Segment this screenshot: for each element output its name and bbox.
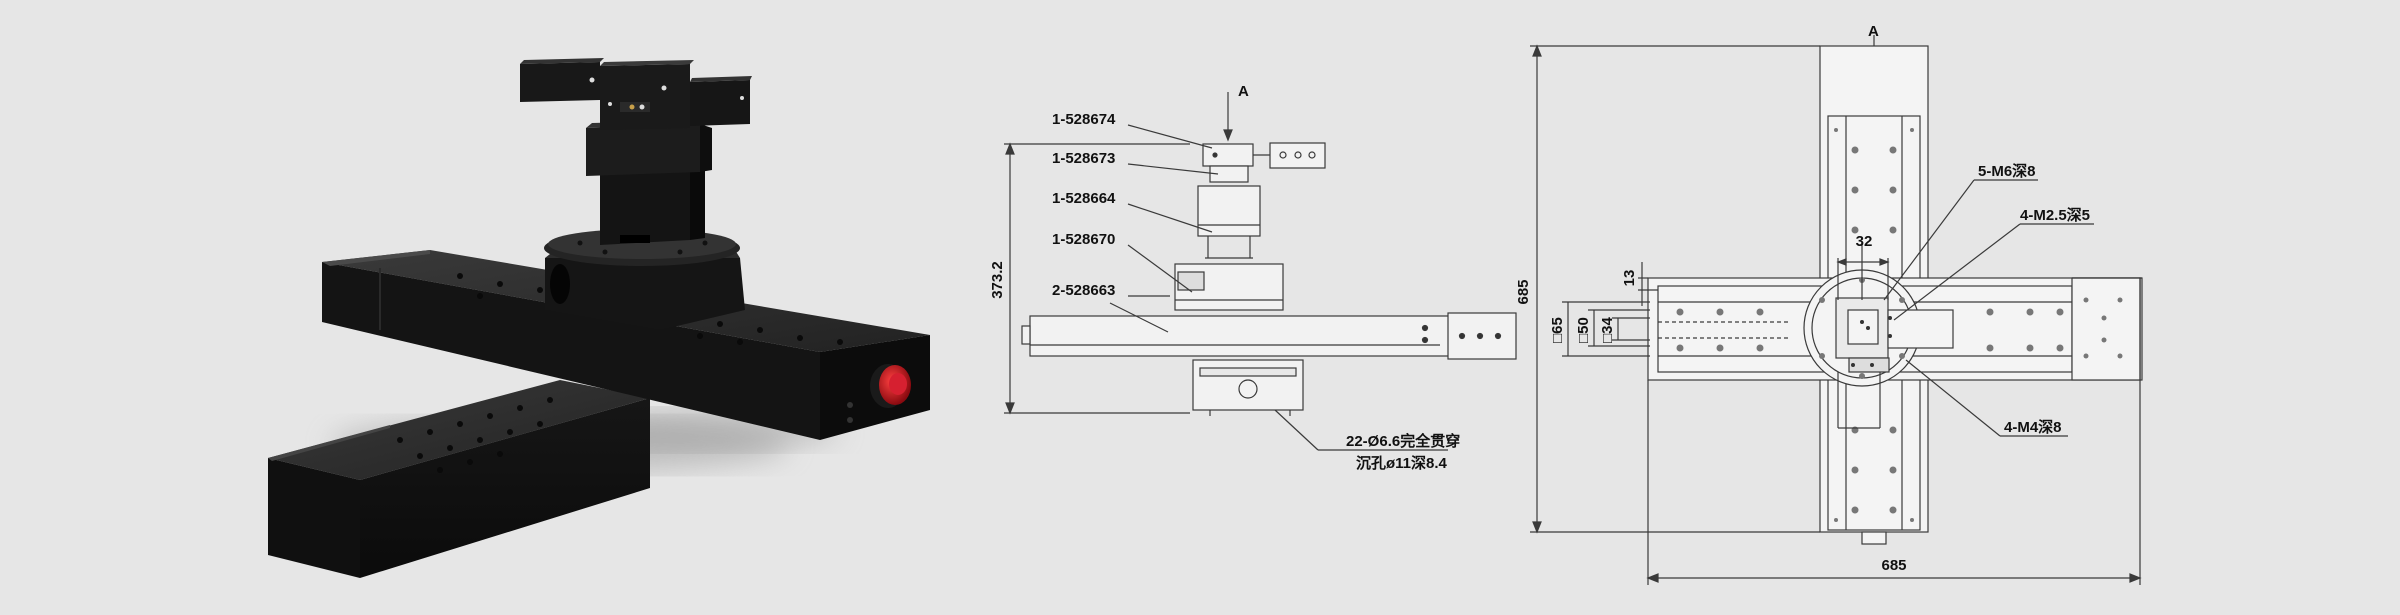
rotary-stage — [544, 229, 745, 330]
side-view-marker: A — [1238, 83, 1249, 100]
callout-m4: 4-M4深8 — [2004, 418, 2062, 436]
dim-32: 32 — [1856, 233, 1873, 250]
dim-sq34: □34 — [1599, 316, 1616, 342]
top-module — [520, 58, 752, 130]
part-label-4: 1-528670 — [1052, 231, 1115, 248]
top-height-dimension: 685 — [1515, 279, 1532, 304]
side-view-drawing — [1004, 92, 1517, 451]
callout-m6: 5-M6深8 — [1978, 162, 2036, 180]
vertical-stage — [586, 120, 712, 245]
dim-sq65: □65 — [1549, 317, 1566, 343]
callout-m25: 4-M2.5深5 — [2020, 206, 2090, 224]
hole-note-line1: 22-Ø6.6完全贯穿 — [1346, 432, 1460, 450]
hole-note-line2: 沉孔ø11深8.4 — [1356, 454, 1448, 472]
render-3d — [268, 58, 930, 578]
upper-linear-stage — [322, 250, 930, 440]
side-height-dimension: 373.2 — [989, 261, 1006, 299]
adjustment-knob — [870, 364, 911, 408]
dim-sq50: □50 — [1575, 317, 1592, 343]
part-label-1: 1-528674 — [1052, 111, 1116, 128]
lower-linear-stage — [268, 380, 650, 578]
part-label-2: 1-528673 — [1052, 150, 1115, 167]
top-width-dimension: 685 — [1881, 557, 1906, 574]
part-label-3: 1-528664 — [1052, 190, 1116, 207]
top-view-marker: A — [1868, 23, 1879, 40]
top-view-drawing — [1530, 35, 2143, 585]
dim-13: 13 — [1621, 270, 1638, 287]
part-label-5: 2-528663 — [1052, 282, 1115, 299]
